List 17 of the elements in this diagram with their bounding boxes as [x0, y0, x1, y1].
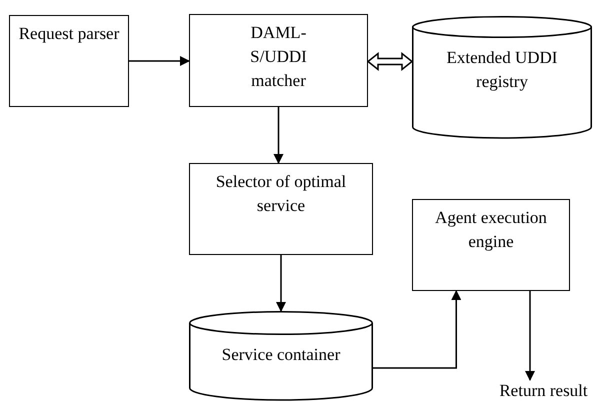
- process-box: [412, 199, 570, 291]
- arrow: [129, 56, 190, 66]
- process-box: [9, 15, 129, 107]
- arrow: [373, 290, 462, 369]
- node-label: Selector of optimal service: [214, 171, 348, 217]
- process-box: [189, 163, 373, 255]
- node-label: Extended UDDI registry: [446, 47, 558, 93]
- node-label: Agent execution engine: [434, 207, 548, 253]
- arrow: [276, 255, 286, 312]
- process-box: [189, 14, 368, 107]
- node-label: Return result: [499, 380, 588, 402]
- double-arrow: [366, 52, 414, 72]
- arrow: [274, 107, 284, 164]
- node-label: DAML-S/UDDI matcher: [249, 22, 308, 92]
- node-label: Service container: [222, 344, 340, 366]
- node-label: Request parser: [18, 23, 120, 45]
- arrow: [525, 291, 535, 381]
